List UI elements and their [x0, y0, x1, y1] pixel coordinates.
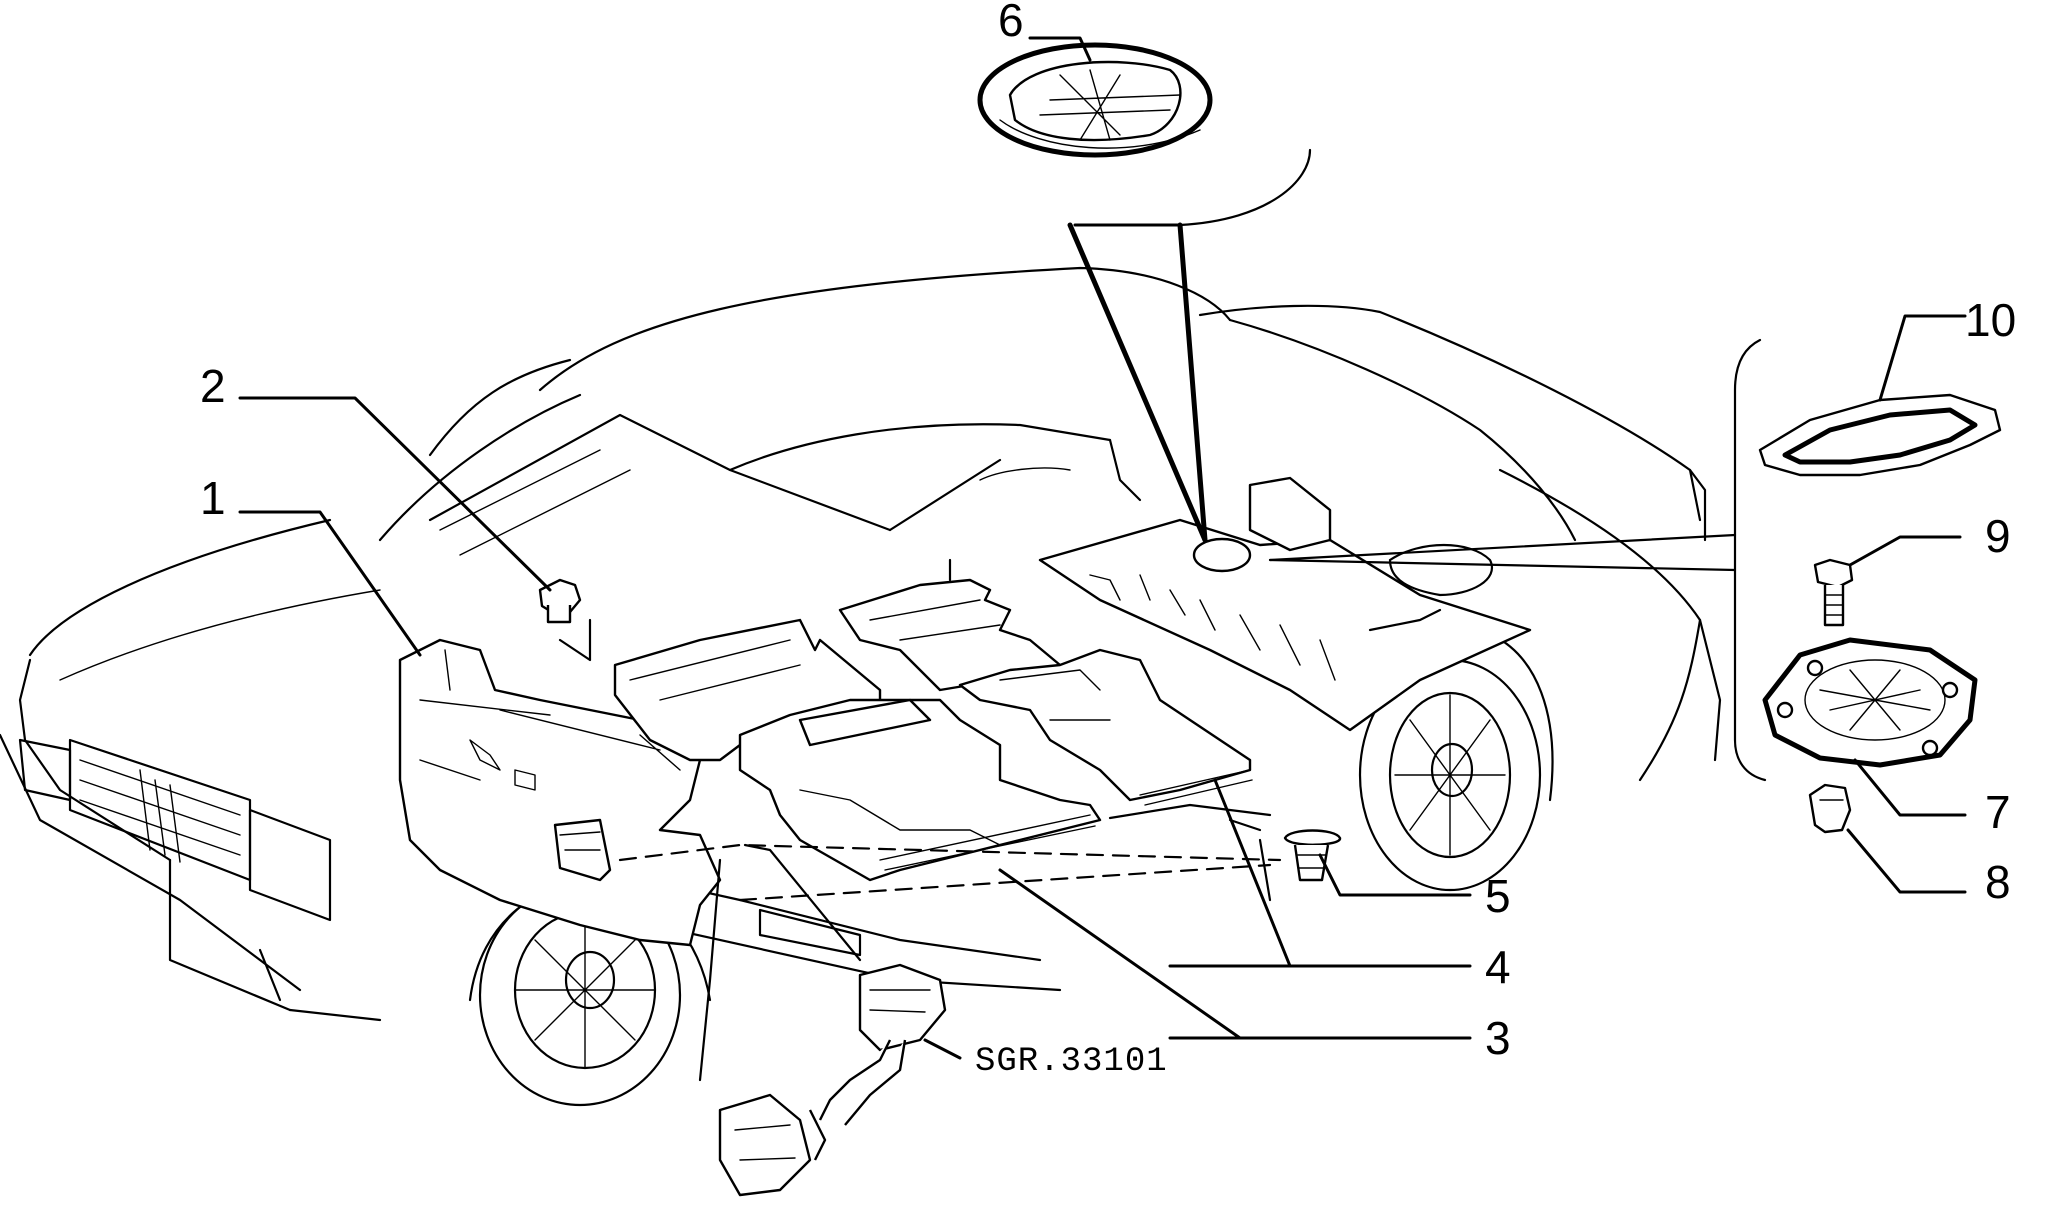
- part-1-bulkhead-insulation: [398, 638, 722, 947]
- callout-3: 3: [1485, 1012, 1511, 1064]
- part-4-rear-floor-mats: [838, 578, 1253, 806]
- part-6-cover: [977, 42, 1213, 158]
- callout-9: 9: [1985, 510, 2011, 562]
- part-9-bolt: [1813, 558, 1854, 627]
- callout-7: 7: [1985, 786, 2011, 838]
- part-7-gasket: [1762, 637, 1978, 768]
- callout-5: 5: [1485, 870, 1511, 922]
- rear-floor-pan: [1038, 476, 1532, 732]
- callout-1: 1: [200, 472, 226, 524]
- callout-8: 8: [1985, 856, 2011, 908]
- suspension-bracket: [718, 963, 947, 1197]
- callout-10: 10: [1965, 294, 2016, 346]
- reference-code: SGR.33101: [975, 1043, 1168, 1081]
- right-group-bracket: [1268, 338, 1767, 782]
- guide-lines: [558, 558, 1282, 1082]
- part-5-clip: [1283, 829, 1342, 882]
- callout-4: 4: [1485, 941, 1511, 993]
- callout-2: 2: [200, 360, 226, 412]
- part-10-seal-ring: [1758, 393, 2002, 477]
- cover-leader-lines: [1067, 148, 1312, 543]
- part-8-nut: [1808, 783, 1852, 834]
- part-3-front-floor-mats: [613, 618, 1102, 882]
- callout-6: 6: [998, 0, 1024, 46]
